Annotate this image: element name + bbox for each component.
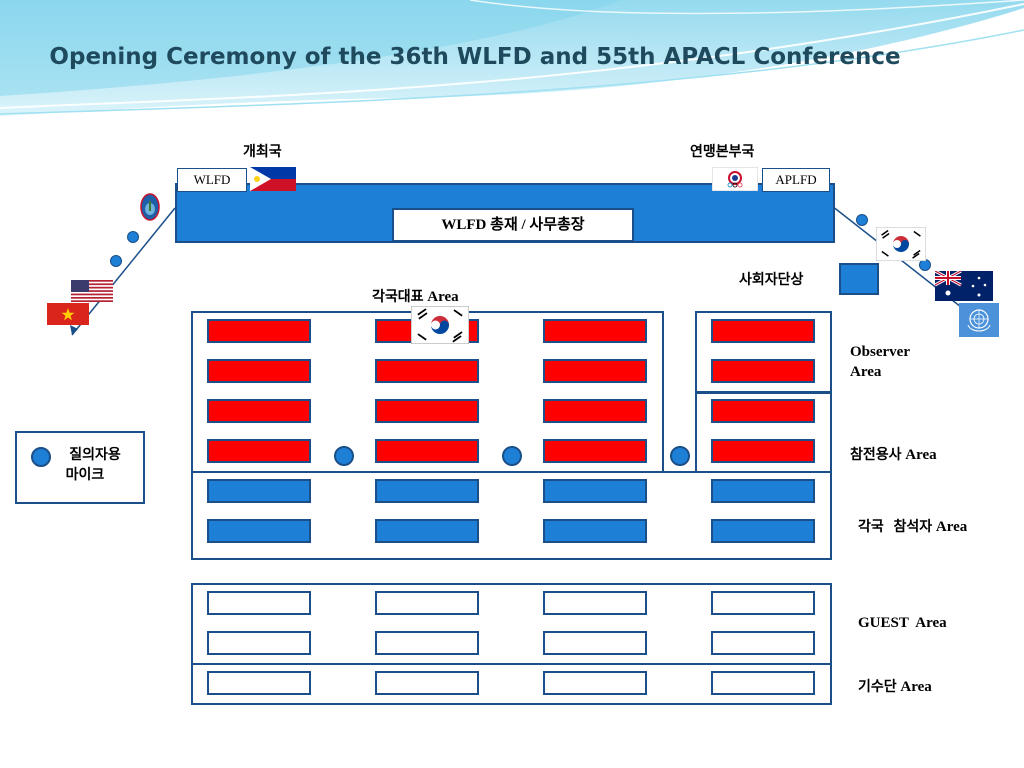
attendee-seat — [543, 519, 647, 543]
flag-bearer-seat — [543, 671, 647, 695]
procession-dot — [127, 231, 139, 243]
guest-seat — [375, 631, 479, 655]
australia-flag-icon — [935, 271, 993, 301]
delegate-seat — [375, 399, 479, 423]
procession-dot — [110, 255, 122, 267]
emcee-podium-label: 사회자단상 — [739, 272, 804, 288]
delegate-seat — [207, 399, 311, 423]
wlfd-tag: WLFD — [177, 168, 247, 192]
hq-country-label: 연맹본부국 — [690, 144, 755, 160]
attendee-seat — [543, 479, 647, 503]
flag-bearers-area-label: 기수단 Area — [858, 677, 932, 697]
usa-flag-icon — [71, 280, 113, 302]
delegate-seat — [207, 319, 311, 343]
attendees-area-label-kr: 각국 참석자 — [858, 519, 933, 535]
attendee-seat — [711, 519, 815, 543]
delegate-seat — [543, 319, 647, 343]
flag-bearer-seat — [375, 671, 479, 695]
observer-divider — [695, 391, 832, 394]
president-secretary-label: WLFD 총재 / 사무총장 — [392, 208, 634, 242]
microphone-marker — [502, 446, 522, 466]
observer-seat — [711, 319, 815, 343]
observer-area-label: Observer Area — [850, 344, 910, 380]
veteran-seat — [711, 439, 815, 463]
attendee-seat — [711, 479, 815, 503]
flag-bearers-block — [191, 663, 832, 705]
veterans-area-label-kr: 참전용사 — [850, 447, 902, 463]
guest-seat — [207, 631, 311, 655]
guam-flag-icon — [138, 192, 162, 222]
microphone-marker — [670, 446, 690, 466]
taiwan-flag-icon — [712, 167, 758, 191]
attendee-seat — [375, 479, 479, 503]
flag-bearer-seat — [711, 671, 815, 695]
attendees-area-label-en: Area — [935, 519, 968, 535]
attendee-seat — [207, 479, 311, 503]
un-flag-icon — [959, 303, 999, 337]
vietnam-flag-icon — [47, 303, 89, 325]
procession-dot — [856, 214, 868, 226]
legend-box: 질의자용 마이크 — [15, 431, 145, 504]
host-country-label: 개최국 — [243, 144, 282, 160]
attendee-seat — [207, 519, 311, 543]
delegate-seat — [207, 359, 311, 383]
guest-area-label: GUEST Area — [858, 615, 947, 631]
korea-flag-icon — [876, 227, 926, 261]
delegates-area-label: 각국대표 Area — [372, 286, 459, 306]
delegate-seat — [543, 399, 647, 423]
legend-line-1: 질의자용 — [69, 447, 121, 463]
guest-seat — [711, 631, 815, 655]
veteran-seat — [711, 399, 815, 423]
flag-bearers-area-label-en: Area — [900, 679, 932, 695]
legend-line-2: 마이크 — [65, 467, 105, 483]
attendees-block — [191, 471, 832, 560]
page-title: Opening Ceremony of the 36th WLFD and 55… — [49, 44, 901, 70]
philippines-flag-icon — [250, 167, 296, 191]
attendee-seat — [375, 519, 479, 543]
guest-seat — [375, 591, 479, 615]
delegate-seat — [543, 439, 647, 463]
header-wave-decoration — [0, 0, 1024, 116]
aplfd-tag: APLFD — [762, 168, 830, 192]
delegate-seat — [207, 439, 311, 463]
microphone-marker — [334, 446, 354, 466]
delegate-seat — [375, 359, 479, 383]
guest-seat — [711, 591, 815, 615]
veterans-area-label-en: Area — [905, 447, 937, 463]
delegates-area-label-en: Area — [427, 289, 459, 305]
delegate-seat — [543, 359, 647, 383]
emcee-podium — [839, 263, 879, 295]
guest-seat — [543, 631, 647, 655]
delegates-area-label-kr: 각국대표 — [372, 289, 424, 305]
korea-flag-icon — [411, 306, 469, 344]
flag-bearers-area-label-kr: 기수단 — [858, 679, 897, 695]
guest-seat — [543, 591, 647, 615]
veterans-area-label: 참전용사 Area — [850, 445, 937, 465]
observer-seat — [711, 359, 815, 383]
delegate-seat — [375, 439, 479, 463]
flag-bearer-seat — [207, 671, 311, 695]
guest-seat — [207, 591, 311, 615]
microphone-legend-icon — [31, 447, 51, 467]
attendees-area-label: 각국 참석자 Area — [858, 517, 967, 537]
